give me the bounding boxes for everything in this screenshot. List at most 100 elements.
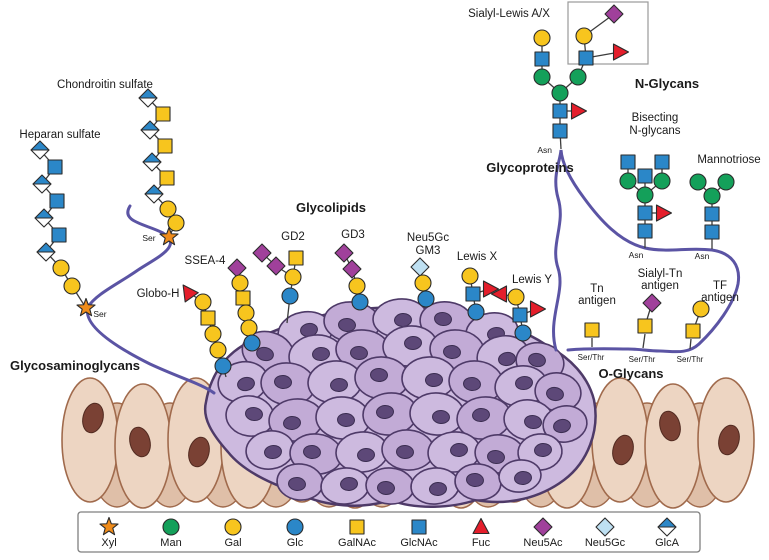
mannotriose (689, 173, 735, 249)
man-icon (551, 84, 569, 102)
neu5gc-gm3 (410, 257, 435, 308)
tumor-nucleus (396, 444, 414, 460)
gal-icon (284, 268, 302, 286)
site-serthr-1: Ser/Thr (578, 353, 605, 362)
glcnac-icon (637, 205, 653, 221)
gd2 (252, 243, 304, 324)
epithelial-cell (591, 377, 649, 503)
ssea-4 (227, 258, 261, 352)
fuc-icon (655, 204, 673, 222)
tumor-nucleus (472, 407, 490, 423)
proteoglycan-core-protein (85, 204, 216, 395)
sialyl-lewis-n-glycan (533, 4, 630, 150)
gal-icon (348, 277, 366, 295)
gal-icon (194, 293, 212, 311)
epithelial-nucleus (188, 436, 210, 468)
label-gd3: GD3 (341, 229, 365, 241)
tumor-cell (498, 459, 542, 493)
label-tf-line1: TF (713, 280, 727, 292)
tumor-nucleus (338, 317, 356, 333)
tumor-nucleus (463, 376, 481, 392)
epithelial-nucleus (82, 402, 104, 434)
fuc-icon (570, 102, 588, 120)
galnac-icon (235, 290, 251, 306)
tumor-nucleus (514, 470, 532, 486)
tumor-cell (542, 405, 588, 443)
neu5ac-icon (342, 259, 362, 279)
tumor-nucleus (283, 415, 301, 431)
tumor-cells (217, 298, 588, 505)
site-ser-1: Ser (142, 233, 155, 243)
legend-item-galnac: GalNAc (338, 519, 376, 549)
legend-item-fuc: Fuc (472, 517, 491, 549)
man-icon (653, 172, 671, 190)
tumor-nucleus (553, 418, 571, 434)
glc-icon (351, 293, 369, 311)
glcnac-icon (620, 154, 636, 170)
galnac-icon (157, 138, 173, 154)
gal-icon (231, 274, 249, 292)
gal-icon (507, 288, 525, 306)
site-asn-2: Asn (629, 250, 644, 260)
fuc-icon (612, 43, 630, 61)
label-glycoproteins: Glycoproteins (486, 160, 573, 175)
tumor-nucleus (274, 374, 292, 390)
tumor-nucleus (376, 404, 394, 420)
label-sialyl-lewis: Sialyl-Lewis A/X (468, 8, 550, 20)
gal-icon (159, 200, 177, 218)
tumor-nucleus (264, 444, 282, 460)
tumor-cell (225, 395, 275, 437)
tf-antigen (685, 300, 710, 350)
glcnac-icon (47, 159, 63, 175)
label-gd2: GD2 (281, 231, 305, 243)
tumor-nucleus (357, 447, 375, 463)
glc-icon (243, 334, 261, 352)
gal-icon (240, 319, 258, 337)
tumor-nucleus (337, 412, 355, 428)
label-bisecting-line1: Bisecting (632, 112, 679, 124)
tumor-nucleus (528, 352, 546, 368)
tumor-cell (365, 467, 415, 505)
label-n-glycans: N-Glycans (635, 76, 699, 91)
gal-icon (414, 274, 432, 292)
gd3 (334, 243, 369, 311)
tumor-nucleus (377, 480, 395, 496)
galnac-icon (200, 310, 216, 326)
tumor-nucleus (350, 345, 368, 361)
neu5ac-icon (604, 4, 624, 24)
legend-item-xyl: Xyl (99, 516, 119, 549)
label-lewis-x: Lewis X (457, 251, 498, 263)
glc-icon (286, 518, 304, 536)
glcnac-icon (552, 103, 568, 119)
tumor-nucleus (534, 442, 552, 458)
gal-icon (533, 29, 551, 47)
tumor-cell (456, 396, 512, 440)
site-serthr-3: Ser/Thr (677, 355, 704, 364)
tumor-nucleus (330, 377, 348, 393)
tumor-cell (534, 372, 582, 412)
tumor-nucleus (432, 409, 450, 425)
epithelial-cell (644, 383, 702, 509)
gal-icon (224, 518, 242, 536)
glycoprotein-backbone (552, 149, 741, 354)
man-icon (569, 68, 587, 86)
heparan-sulfate-chain (30, 140, 96, 317)
glcnac-icon (534, 51, 550, 67)
gal-icon (204, 325, 222, 343)
tumor-nucleus (288, 476, 306, 492)
legend-item-neu5ac: Neu5Ac (523, 517, 563, 549)
galnac-icon (288, 250, 304, 266)
tumor-nucleus (487, 449, 505, 465)
glc-icon (417, 290, 435, 308)
tumor-nucleus (443, 344, 461, 360)
glc-icon (281, 287, 299, 305)
man-icon (703, 187, 721, 205)
label-globo-h: Globo-H (137, 288, 180, 300)
glcnac-icon (637, 168, 653, 184)
legend-label: GlcA (655, 537, 680, 549)
glcnac-icon (704, 206, 720, 222)
label-mannotriose: Mannotriose (697, 154, 760, 166)
galnac-icon (159, 170, 175, 186)
tumor-nucleus (515, 375, 533, 391)
